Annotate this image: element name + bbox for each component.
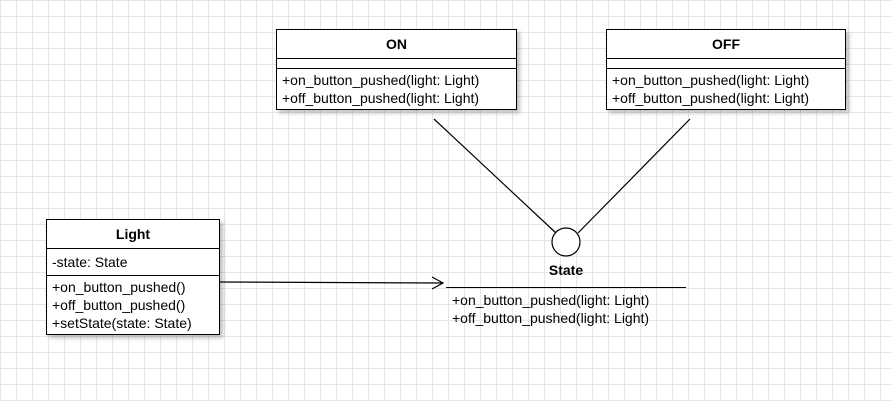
on-realization-line[interactable] bbox=[433, 118, 557, 234]
interface-state-divider bbox=[446, 287, 686, 288]
class-light-name: Light bbox=[47, 220, 219, 249]
class-off-name: OFF bbox=[607, 30, 845, 59]
class-off-attributes bbox=[607, 59, 845, 69]
interface-state-operation: +on_button_pushed(light: Light) bbox=[452, 292, 650, 308]
class-light-attribute: -state: State bbox=[52, 254, 128, 270]
class-on-attributes bbox=[277, 59, 516, 69]
class-on-operation: +on_button_pushed(light: Light) bbox=[282, 72, 480, 88]
interface-state-operation: +off_button_pushed(light: Light) bbox=[452, 310, 650, 326]
class-off-operation: +off_button_pushed(light: Light) bbox=[612, 90, 810, 106]
class-light-operation: +off_button_pushed() bbox=[52, 297, 186, 313]
class-on-operation: +off_button_pushed(light: Light) bbox=[282, 90, 480, 106]
class-light-operations: +on_button_pushed() +off_button_pushed()… bbox=[47, 276, 219, 334]
interface-state-operations: +on_button_pushed(light: Light) +off_but… bbox=[452, 291, 649, 327]
class-light-operation: +setState(state: State) bbox=[52, 315, 192, 331]
class-on[interactable]: ON +on_button_pushed(light: Light) +off_… bbox=[276, 29, 517, 110]
state-interface-lollipop[interactable] bbox=[551, 227, 581, 257]
interface-state-name[interactable]: State bbox=[548, 262, 584, 278]
light-to-state-dependency-line[interactable] bbox=[218, 281, 443, 284]
class-on-operations: +on_button_pushed(light: Light) +off_but… bbox=[277, 69, 516, 109]
class-light[interactable]: Light -state: State +on_button_pushed() … bbox=[46, 219, 220, 335]
class-off-operation: +on_button_pushed(light: Light) bbox=[612, 72, 810, 88]
class-off[interactable]: OFF +on_button_pushed(light: Light) +off… bbox=[606, 29, 846, 110]
class-light-operation: +on_button_pushed() bbox=[52, 279, 186, 295]
dependency-arrowhead bbox=[431, 276, 445, 290]
class-light-attributes: -state: State bbox=[47, 249, 219, 276]
class-on-name: ON bbox=[277, 30, 516, 59]
off-realization-line[interactable] bbox=[577, 118, 691, 234]
class-off-operations: +on_button_pushed(light: Light) +off_but… bbox=[607, 69, 845, 109]
